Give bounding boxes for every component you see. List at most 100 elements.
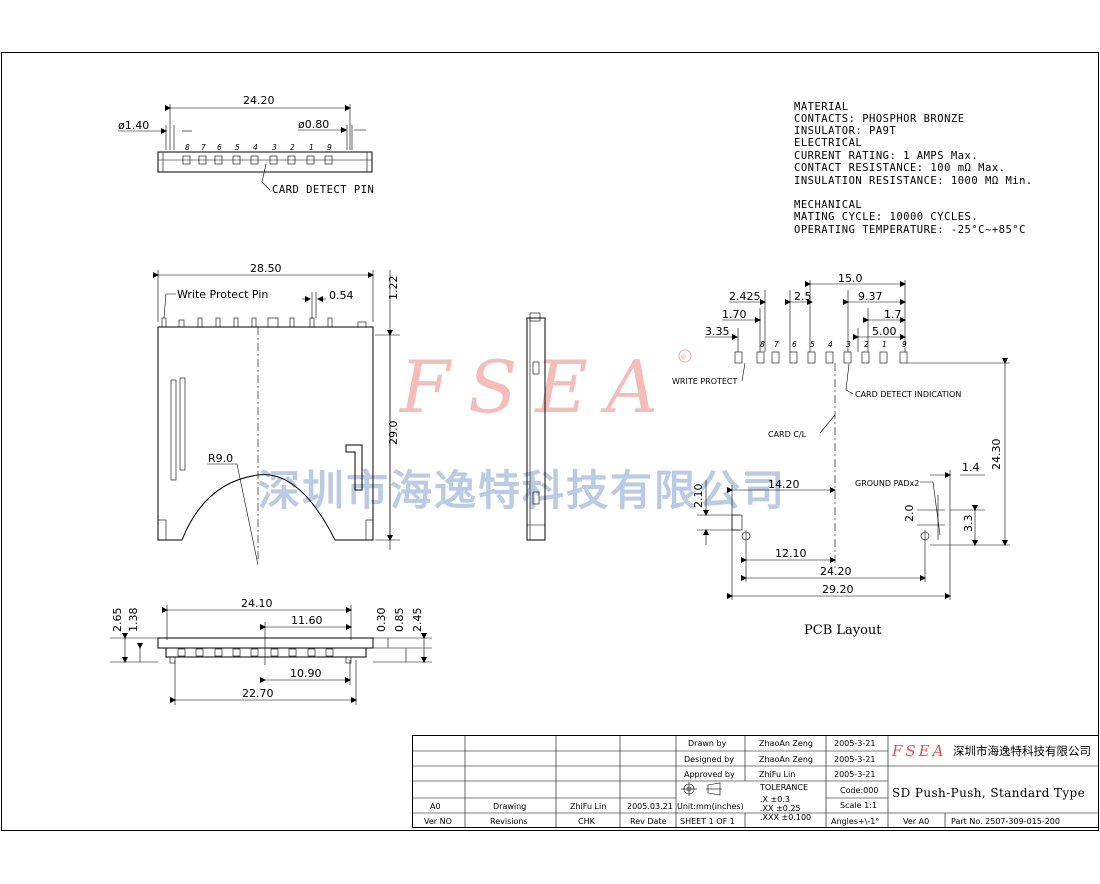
pcb-pin-label: 8 <box>760 340 765 349</box>
pcb-pin-label: 2 <box>864 340 869 349</box>
dim-pcb-1210: 12.10 <box>775 547 807 560</box>
drawn-by-value: ZhaoAn Zeng <box>759 739 813 748</box>
top-view: 28.50 Write Protect Pin 0.54 1.22 29.0 R… <box>153 262 400 566</box>
designed-by-value: ZhaoAn Zeng <box>759 755 813 764</box>
registered-icon <box>678 349 692 363</box>
rev-drawing: Drawing <box>493 802 526 811</box>
front-pin-label: 4 <box>253 143 258 152</box>
dim-bottom-1160: 11.60 <box>291 614 323 627</box>
registered-mark: ® <box>681 353 686 362</box>
pcb-pin-label: 5 <box>810 340 815 349</box>
dim-bottom-030: 0.30 <box>375 608 388 633</box>
code-label: Code:000 <box>840 786 878 795</box>
note-line: MATERIAL <box>794 101 849 113</box>
projection-symbol <box>681 782 722 796</box>
front-pin-label: 6 <box>217 143 222 152</box>
dim-pcb-335: 3.35 <box>705 325 730 338</box>
note-line: MECHANICAL <box>794 199 862 211</box>
dim-pcb-1420: 14.20 <box>768 478 800 491</box>
dim-pcb-150: 15.0 <box>838 272 863 285</box>
hdr-chk: CHK <box>578 817 596 826</box>
pcb-pin-label: 7 <box>774 340 779 349</box>
units-label: Unit:mm(inches) <box>677 802 744 811</box>
designed-by-label: Designed by <box>684 755 734 764</box>
dim-bottom-2270: 22.70 <box>242 687 274 700</box>
dim-left-hole: ø1.40 <box>118 119 149 132</box>
title-company: 深圳市海逸特科技有限公司 <box>953 744 1091 758</box>
note-line: CONTACTS: PHOSPHOR BRONZE <box>794 113 965 125</box>
front-pin-label: 7 <box>201 143 206 152</box>
note-line: INSULATION RESISTANCE: 1000 MΩ Min. <box>794 175 1033 187</box>
version-label: Ver A0 <box>903 817 929 826</box>
dim-pcb-2920: 29.20 <box>822 583 854 596</box>
drawn-date: 2005-3-21 <box>834 739 875 748</box>
dim-bottom-265: 2.65 <box>111 608 124 633</box>
front-pin-label: 8 <box>185 143 190 152</box>
dim-top-width: 28.50 <box>250 262 282 275</box>
note-line: MATING CYCLE: 10000 CYCLES. <box>794 211 978 223</box>
dim-pcb-937: 9.37 <box>858 290 883 303</box>
dim-bottom-085: 0.85 <box>393 608 406 633</box>
dim-pcb-2420: 24.20 <box>820 565 852 578</box>
dim-pcb-14: 1.4 <box>962 461 980 474</box>
note-line: OPERATING TEMPERATURE: -25°C~+85°C <box>794 224 1026 236</box>
dim-front-width: 24.20 <box>243 94 275 107</box>
rev-chk-name: ZhiFu Lin <box>570 802 606 811</box>
dim-bottom-245: 2.45 <box>411 608 424 633</box>
tolerance-xxx: .XXX ±0.100 <box>760 813 811 822</box>
watermark: FSEA ® 深圳市海逸特科技有限公司 <box>258 345 784 515</box>
pcb-ground-pad-label: GROUND PADx2 <box>855 479 919 488</box>
tolerance-xx: .XX ±0.25 <box>760 804 801 813</box>
hdr-ver-no: Ver NO <box>424 817 452 826</box>
tolerance-label: TOLERANCE <box>759 783 808 792</box>
rev-a0: A0 <box>430 802 441 811</box>
dim-bottom-138: 1.38 <box>127 608 140 633</box>
note-line: INSULATOR: PA9T <box>794 125 897 137</box>
note-line: ELECTRICAL <box>794 137 862 149</box>
dim-bottom-1090: 10.90 <box>290 667 322 680</box>
top-write-protect-label: Write Protect Pin <box>177 288 268 301</box>
product-name: SD Push-Push, Standard Type <box>892 786 1085 800</box>
tolerance-x: .X ±0.3 <box>760 795 790 804</box>
front-pin-label: 1 <box>309 143 314 152</box>
front-pin-label: 2 <box>290 143 295 152</box>
note-line: CURRENT RATING: 1 AMPS Max. <box>794 150 978 162</box>
watermark-logo: FSEA <box>398 345 676 429</box>
notes-block: MATERIAL CONTACTS: PHOSPHOR BRONZE INSUL… <box>794 101 1033 236</box>
bottom-view: 24.10 11.60 10.90 22.70 2.65 1.38 <box>110 597 432 705</box>
title-logo: FSEA <box>891 742 946 760</box>
dim-pcb-33: 3.3 <box>962 515 975 533</box>
dim-top-054: 0.54 <box>329 289 354 302</box>
front-view: 24.20 ø1.40 ø0.80 8 7 6 5 4 3 2 1 9 CARD… <box>118 94 374 196</box>
dim-pcb-2430: 24.30 <box>990 439 1003 471</box>
dim-pcb-2425: 2.425 <box>729 290 761 303</box>
dim-top-122: 1.22 <box>387 276 400 301</box>
side-view <box>526 312 546 541</box>
dim-pcb-210: 2.10 <box>692 484 705 509</box>
dim-bottom-2410: 24.10 <box>241 597 273 610</box>
hdr-revisions: Revisions <box>490 817 528 826</box>
dim-pcb-25: 2.5 <box>794 290 812 303</box>
front-card-detect-label: CARD DETECT PIN <box>272 184 374 196</box>
dim-pcb-17: 1.7 <box>884 308 902 321</box>
approved-by-value: ZhiFu Lin <box>759 770 795 779</box>
pcb-pin-label: 9 <box>902 340 907 349</box>
pcb-card-cl-label: CARD C/L <box>768 430 807 439</box>
dim-pcb-20: 2.0 <box>903 505 916 523</box>
title-block: Drawn by ZhaoAn Zeng 2005-3-21 Designed … <box>412 735 1099 828</box>
rev-date-value: 2005.03.21 <box>627 802 673 811</box>
dim-right-hole: ø0.80 <box>298 118 329 131</box>
hdr-rev-date: Rev Date <box>630 817 667 826</box>
pcb-card-detect-label: CARD DETECT INDICATION <box>855 390 961 399</box>
dim-top-radius: R9.0 <box>208 452 233 465</box>
pcb-layout: 15.0 2.425 2.5 9.37 1.70 1.7 3.35 5.00 8… <box>672 272 1010 638</box>
pcb-layout-title: PCB Layout <box>804 623 882 638</box>
part-number: Part No. 2507-309-015-200 <box>951 817 1060 826</box>
approved-by-label: Approved by <box>684 770 735 779</box>
angles-label: Angles+\-1° <box>831 817 879 826</box>
front-pin-label: 5 <box>235 143 240 152</box>
sheet-border <box>1 52 1099 831</box>
note-line: CONTACT RESISTANCE: 100 mΩ Max. <box>794 162 1005 174</box>
